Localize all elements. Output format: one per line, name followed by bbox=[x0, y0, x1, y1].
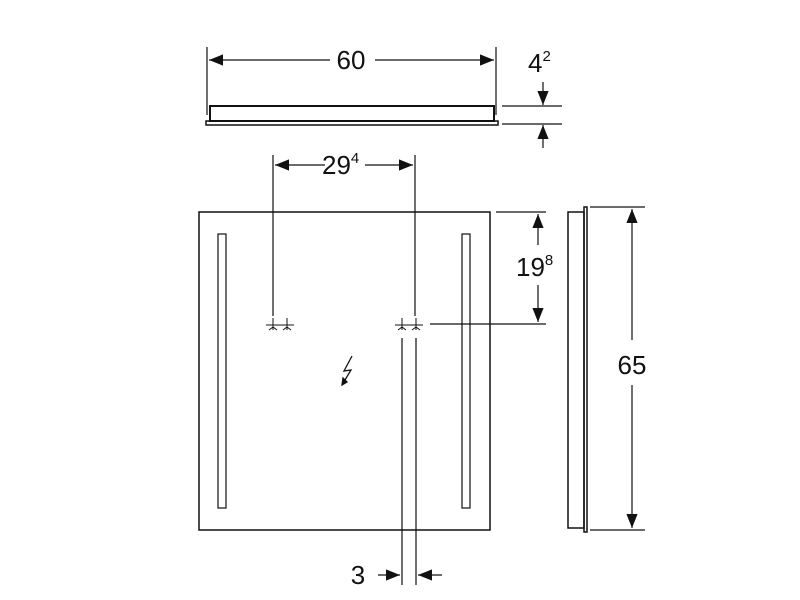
depth-dimension: 42 bbox=[528, 48, 551, 78]
width-dimension: 60 bbox=[337, 45, 366, 75]
water-connection-icon-left bbox=[266, 318, 294, 331]
connection-height-dimension: 198 bbox=[516, 252, 553, 282]
top-view bbox=[205, 47, 562, 148]
front-view bbox=[198, 155, 546, 585]
connection-spacing-dimension: 294 bbox=[322, 150, 359, 180]
light-strip-left bbox=[217, 233, 227, 509]
side-view bbox=[567, 206, 645, 533]
water-connection-icon-right bbox=[395, 318, 423, 331]
electrical-connection-icon bbox=[341, 355, 353, 387]
height-dimension: 65 bbox=[618, 350, 647, 380]
light-strip-right bbox=[461, 233, 471, 509]
offset-dimension: 3 bbox=[351, 560, 365, 590]
